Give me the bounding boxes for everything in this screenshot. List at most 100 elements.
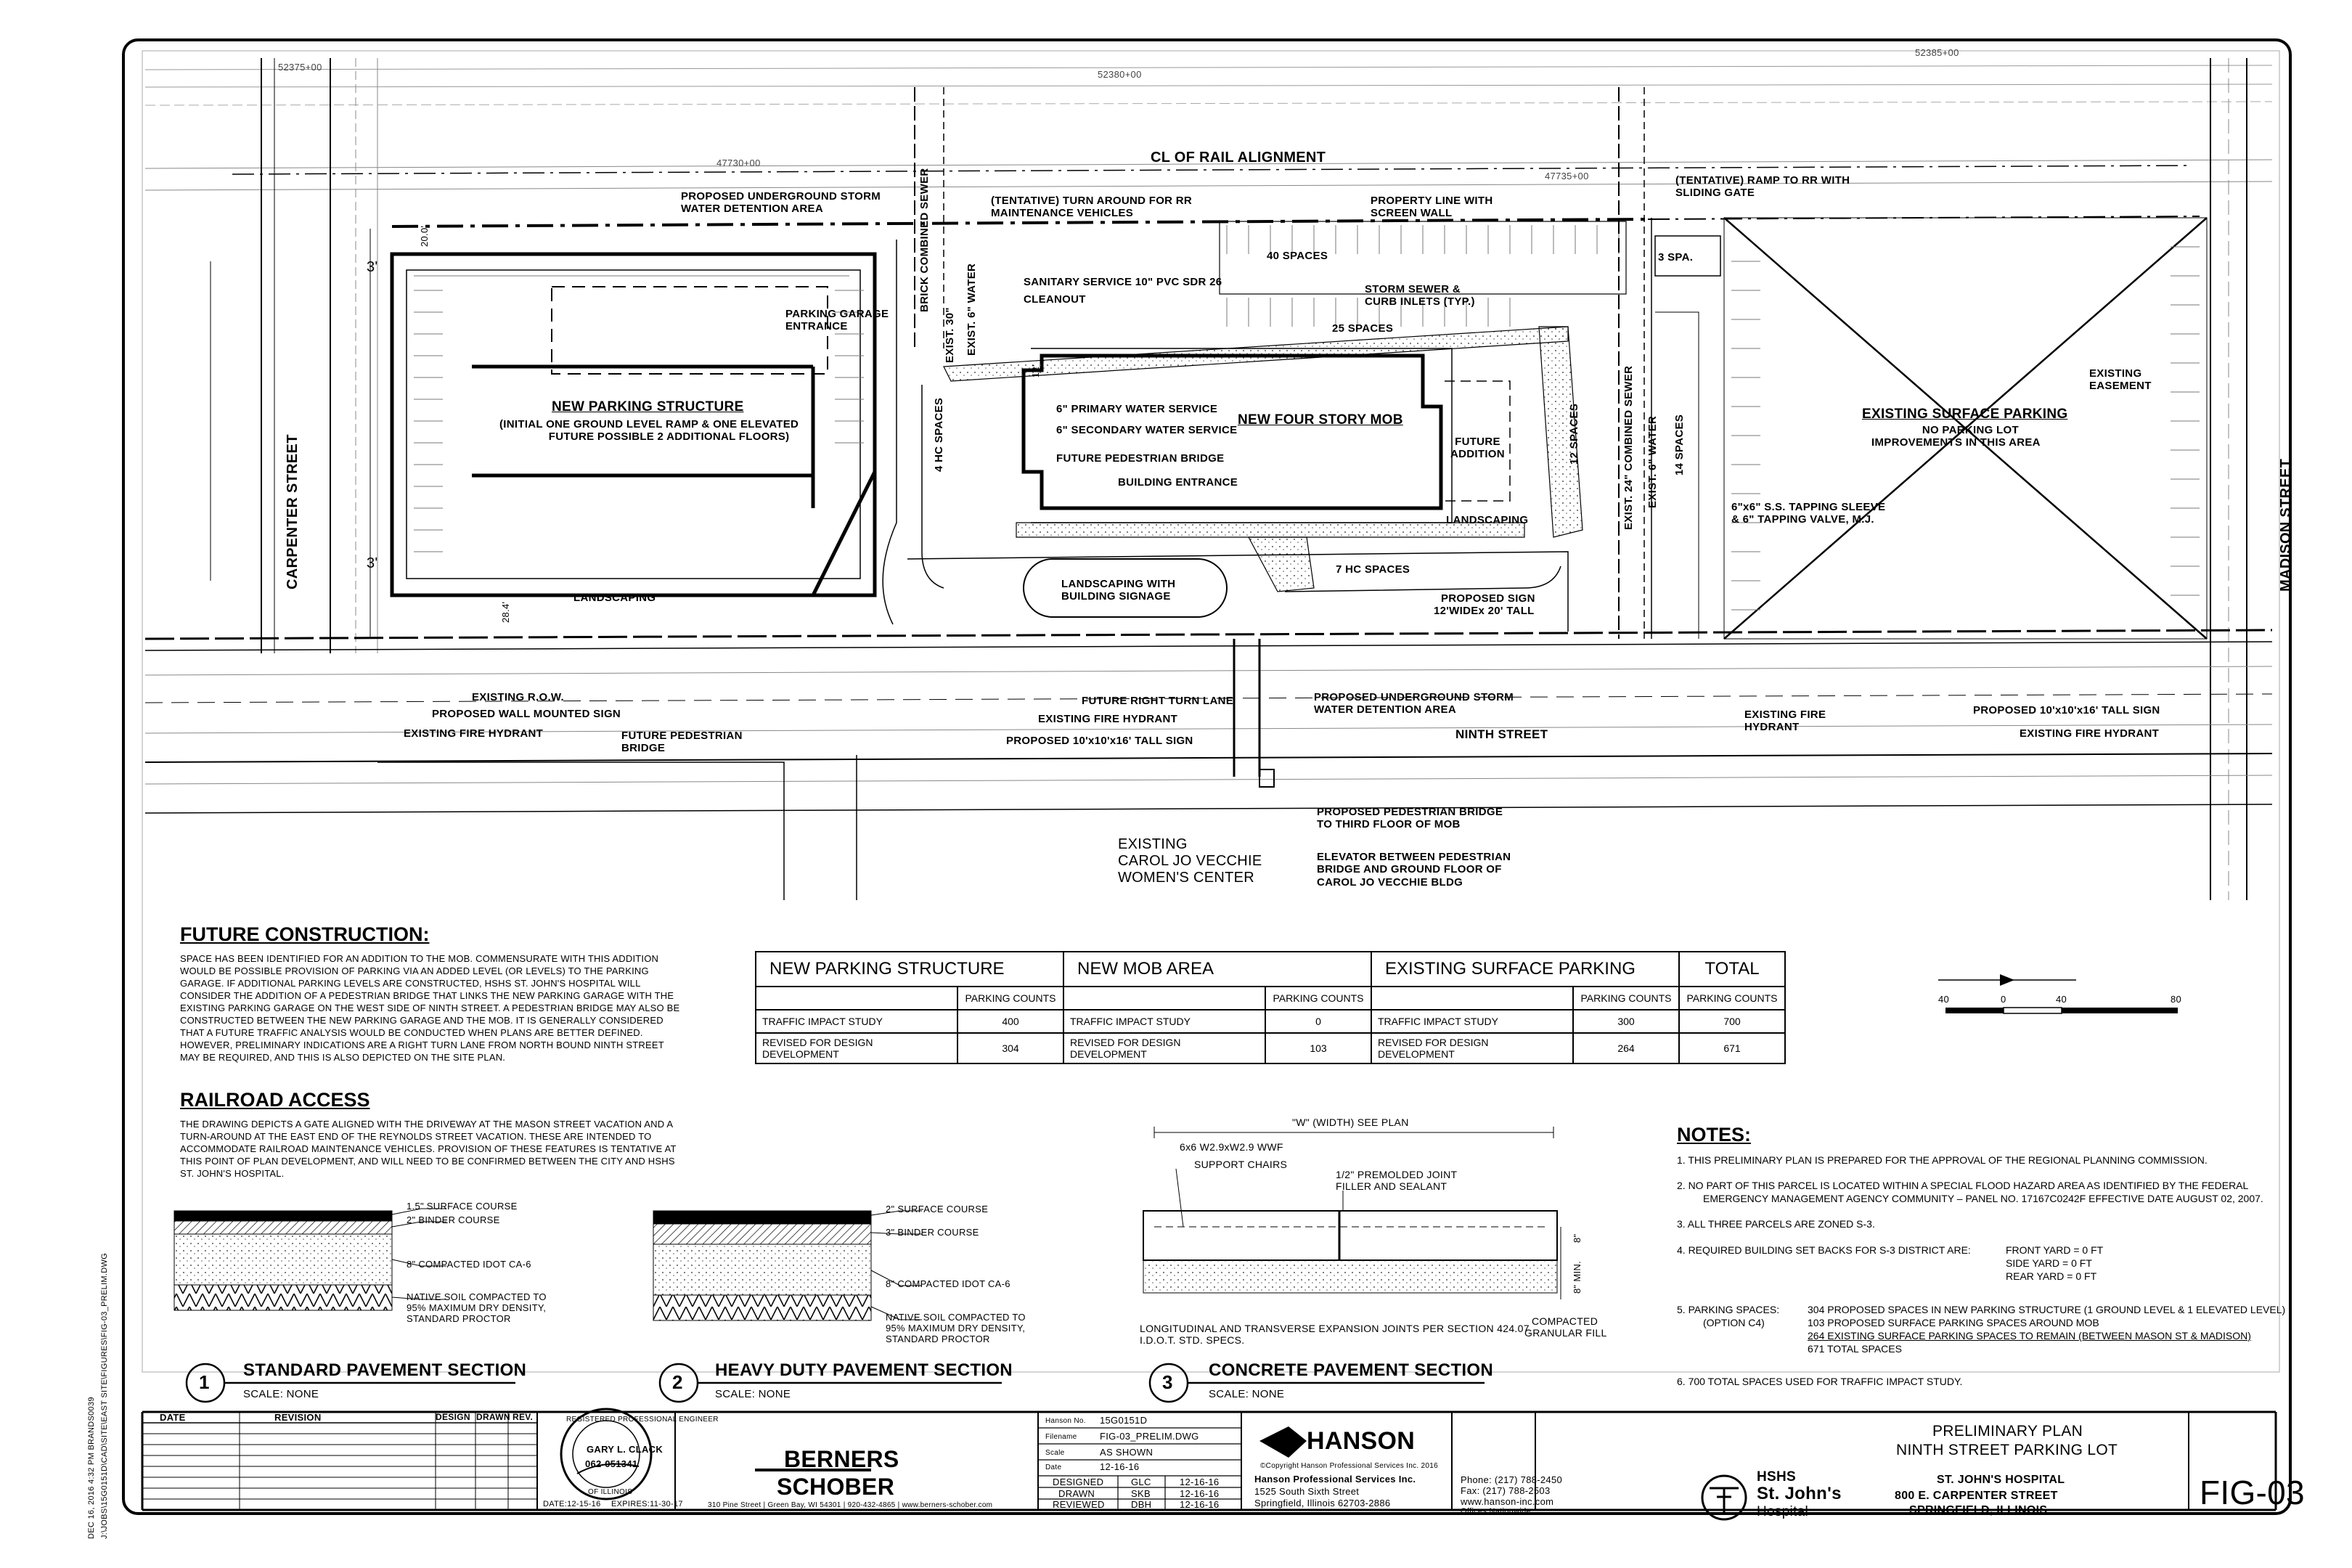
note-5d: 671 TOTAL SPACES xyxy=(1808,1343,1902,1355)
label-line: TO THIRD FLOOR OF MOB xyxy=(1317,818,1461,831)
table-cell: 264 xyxy=(1572,1032,1680,1064)
station-label: 52385+00 xyxy=(1915,47,1959,58)
note-2: 2. NO PART OF THIS PARCEL IS LOCATED WIT… xyxy=(1677,1180,2249,1191)
exist-30-label: EXIST. 30" xyxy=(944,307,956,363)
table-row: TRAFFIC IMPACT STUDY 400 TRAFFIC IMPACT … xyxy=(755,1009,1786,1034)
label-line: CAROL JO VECCHIE xyxy=(1118,853,1262,869)
hanson-phone: Phone: (217) 788-2450 xyxy=(1461,1474,1563,1485)
table-cell: REVISED FOR DESIGN DEVELOPMENT xyxy=(755,1032,958,1064)
berners-schober-logo xyxy=(755,1469,871,1471)
tb-value: 12-16-16 xyxy=(1100,1461,1140,1472)
note-2-cont: EMERGENCY MANAGEMENT AGENCY COMMUNITY – … xyxy=(1703,1193,2263,1204)
railroad-access-title: RAILROAD ACCESS xyxy=(180,1089,370,1111)
seal-expires: EXPIRES:11-30-17 xyxy=(611,1500,683,1508)
new-parking-structure-sub: (INITIAL ONE GROUND LEVEL RAMP & ONE ELE… xyxy=(499,418,799,444)
label-line: CURB INLETS (TYP.) xyxy=(1365,295,1475,309)
label-line: (TENTATIVE) TURN AROUND FOR RR xyxy=(991,195,1193,207)
label-line: IMPROVEMENTS IN THIS AREA xyxy=(1871,436,2041,449)
berners-text: BERNERS xyxy=(784,1446,899,1472)
landscaping-signage-label: LANDSCAPING WITH BUILDING SIGNAGE xyxy=(1061,578,1175,603)
label-line: 95% MAXIMUM DRY DENSITY, xyxy=(407,1302,547,1313)
secondary-water-label: 6" SECONDARY WATER SERVICE xyxy=(1056,424,1238,436)
scale-bar xyxy=(1938,974,2178,1014)
spaces-25-label: 25 SPACES xyxy=(1332,322,1394,335)
label-line: NATIVE SOIL COMPACTED TO xyxy=(407,1291,547,1302)
label-line: WATER DETENTION AREA xyxy=(681,203,823,216)
section1-title: STANDARD PAVEMENT SECTION xyxy=(243,1360,527,1380)
section1-ca6: 8" COMPACTED IDOT CA-6 xyxy=(407,1259,531,1270)
section3-granular: COMPACTED GRANULAR FILL xyxy=(1524,1315,1607,1339)
elevator-label: ELEVATOR BETWEEN PEDESTRIAN BRIDGE AND G… xyxy=(1317,851,1511,889)
note-3: 3. ALL THREE PARCELS ARE ZONED S-3. xyxy=(1677,1218,1875,1230)
note-1: 1. THIS PRELIMINARY PLAN IS PREPARED FOR… xyxy=(1677,1154,2208,1166)
table-cell: 103 xyxy=(1265,1032,1372,1064)
schober-text: SCHOBER xyxy=(777,1474,895,1500)
label-line: WOMEN'S CENTER xyxy=(1118,870,1255,886)
label-line: EXISTING FIRE xyxy=(1744,709,1826,721)
table-subheader: PARKING COUNTS xyxy=(1265,986,1372,1010)
tb-design-header: DESIGN xyxy=(436,1412,470,1422)
section2-binder: 3" BINDER COURSE xyxy=(886,1227,979,1238)
tb-label: Hanson No. xyxy=(1045,1417,1086,1425)
tb-label: Filename xyxy=(1045,1433,1077,1441)
ped-bridge-label: PROPOSED PEDESTRIAN BRIDGE TO THIRD FLOO… xyxy=(1317,806,1503,831)
table-cell xyxy=(1063,986,1266,1010)
label-line: 6x6 W2.9xW2.9 WWF xyxy=(1180,1141,1283,1153)
tb-drawn-header: DRAWN xyxy=(476,1412,510,1422)
label-line: PROPOSED SIGN xyxy=(1441,592,1535,605)
table-subheader: PARKING COUNTS xyxy=(957,986,1064,1010)
table-row: REVISED FOR DESIGN DEVELOPMENT 304 REVIS… xyxy=(755,1032,1786,1064)
dimension-label: 12' xyxy=(1030,364,1041,377)
table-subheader: PARKING COUNTS xyxy=(1572,986,1680,1010)
label-line: EXISTING xyxy=(2089,367,2142,380)
label-line: PROPERTY LINE WITH xyxy=(1371,195,1493,207)
label-line: I.D.O.T. STD. SPECS. xyxy=(1140,1334,1245,1347)
label-line: BRIDGE AND GROUND FLOOR OF xyxy=(1317,863,1502,876)
section3-depth-min: 8" MIN. xyxy=(1572,1261,1583,1294)
notes-title: NOTES: xyxy=(1677,1124,1752,1146)
note-4: 4. REQUIRED BUILDING SET BACKS FOR S-3 D… xyxy=(1677,1244,1971,1256)
section1-surface: 1.5" SURFACE COURSE xyxy=(407,1201,518,1212)
label-line: 12'WIDEx 20' TALL xyxy=(1434,605,1535,618)
sanitary-label: SANITARY SERVICE 10" PVC SDR 26 xyxy=(1024,276,1222,288)
label-line: 6"x6" S.S. TAPPING SLEEVE xyxy=(1731,501,1886,513)
seal-number: 062-051341 xyxy=(585,1458,638,1469)
existing-surface-parking-sub: NO PARKING LOT IMPROVEMENTS IN THIS AREA xyxy=(1871,424,2041,449)
dimension-label: 3' xyxy=(367,555,378,571)
storm-detention-label: PROPOSED UNDERGROUND STORM WATER DETENTI… xyxy=(681,190,881,216)
section3-width: "W" (WIDTH) SEE PLAN xyxy=(1292,1116,1409,1128)
dimension-label: 28.4' xyxy=(500,601,511,623)
womens-center-label: EXISTING CAROL JO VECCHIE WOMEN'S CENTER xyxy=(1118,836,1262,886)
carpenter-street-label: CARPENTER STREET xyxy=(285,434,301,589)
note-4c: REAR YARD = 0 FT xyxy=(2006,1270,2097,1282)
exist-6-water-label-2: EXIST. 6" WATER xyxy=(1646,415,1659,508)
scale-tick: 40 xyxy=(1938,994,1950,1005)
storm-detention-label-2: PROPOSED UNDERGROUND STORM WATER DETENTI… xyxy=(1314,691,1514,716)
ninth-street-label: NINTH STREET xyxy=(1455,727,1548,741)
station-label: 47735+00 xyxy=(1545,171,1589,181)
new-mob-label: NEW FOUR STORY MOB xyxy=(1238,412,1403,428)
label-line: (INITIAL ONE GROUND LEVEL RAMP & ONE ELE… xyxy=(499,418,799,430)
hospital-text: Hospital xyxy=(1757,1504,1809,1519)
exist-24-label: EXIST. 24" COMBINED SEWER xyxy=(1622,365,1635,530)
tb-designed: DESIGNED xyxy=(1053,1477,1104,1487)
client-line-2: 800 E. CARPENTER STREET xyxy=(1895,1490,2058,1502)
spaces-3-label: 3 SPA. xyxy=(1658,251,1694,264)
section3-wwf: 6x6 W2.9xW2.9 WWF SUPPORT CHAIRS xyxy=(1180,1141,1287,1170)
label-line: PROPOSED UNDERGROUND STORM xyxy=(681,190,881,203)
table-header: NEW PARKING STRUCTURE xyxy=(755,951,1064,987)
label-line: 1/2" PREMOLDED JOINT xyxy=(1336,1169,1458,1180)
tb-drawn: DRAWN xyxy=(1058,1488,1095,1499)
table-cell xyxy=(1371,986,1574,1010)
section3-joints-note: LONGITUDINAL AND TRANSVERSE EXPANSION JO… xyxy=(1140,1323,1530,1346)
hanson-copyright: ©Copyright Hanson Professional Services … xyxy=(1260,1462,1438,1470)
table-cell: TRAFFIC IMPACT STUDY xyxy=(755,1009,958,1034)
existing-surface-parking-label: EXISTING SURFACE PARKING xyxy=(1862,407,2068,422)
hc-7-label: 7 HC SPACES xyxy=(1336,563,1410,576)
tb-reviewed-initials: DBH xyxy=(1131,1499,1152,1510)
label-line: LONGITUDINAL AND TRANSVERSE EXPANSION JO… xyxy=(1140,1323,1530,1334)
label-line: PROPOSED UNDERGROUND STORM xyxy=(1314,691,1514,703)
plan-title-2: NINTH STREET PARKING LOT xyxy=(1896,1442,2118,1458)
label-line: NATIVE SOIL COMPACTED TO xyxy=(886,1312,1026,1323)
existing-easement-label: EXISTING EASEMENT xyxy=(2089,367,2152,393)
